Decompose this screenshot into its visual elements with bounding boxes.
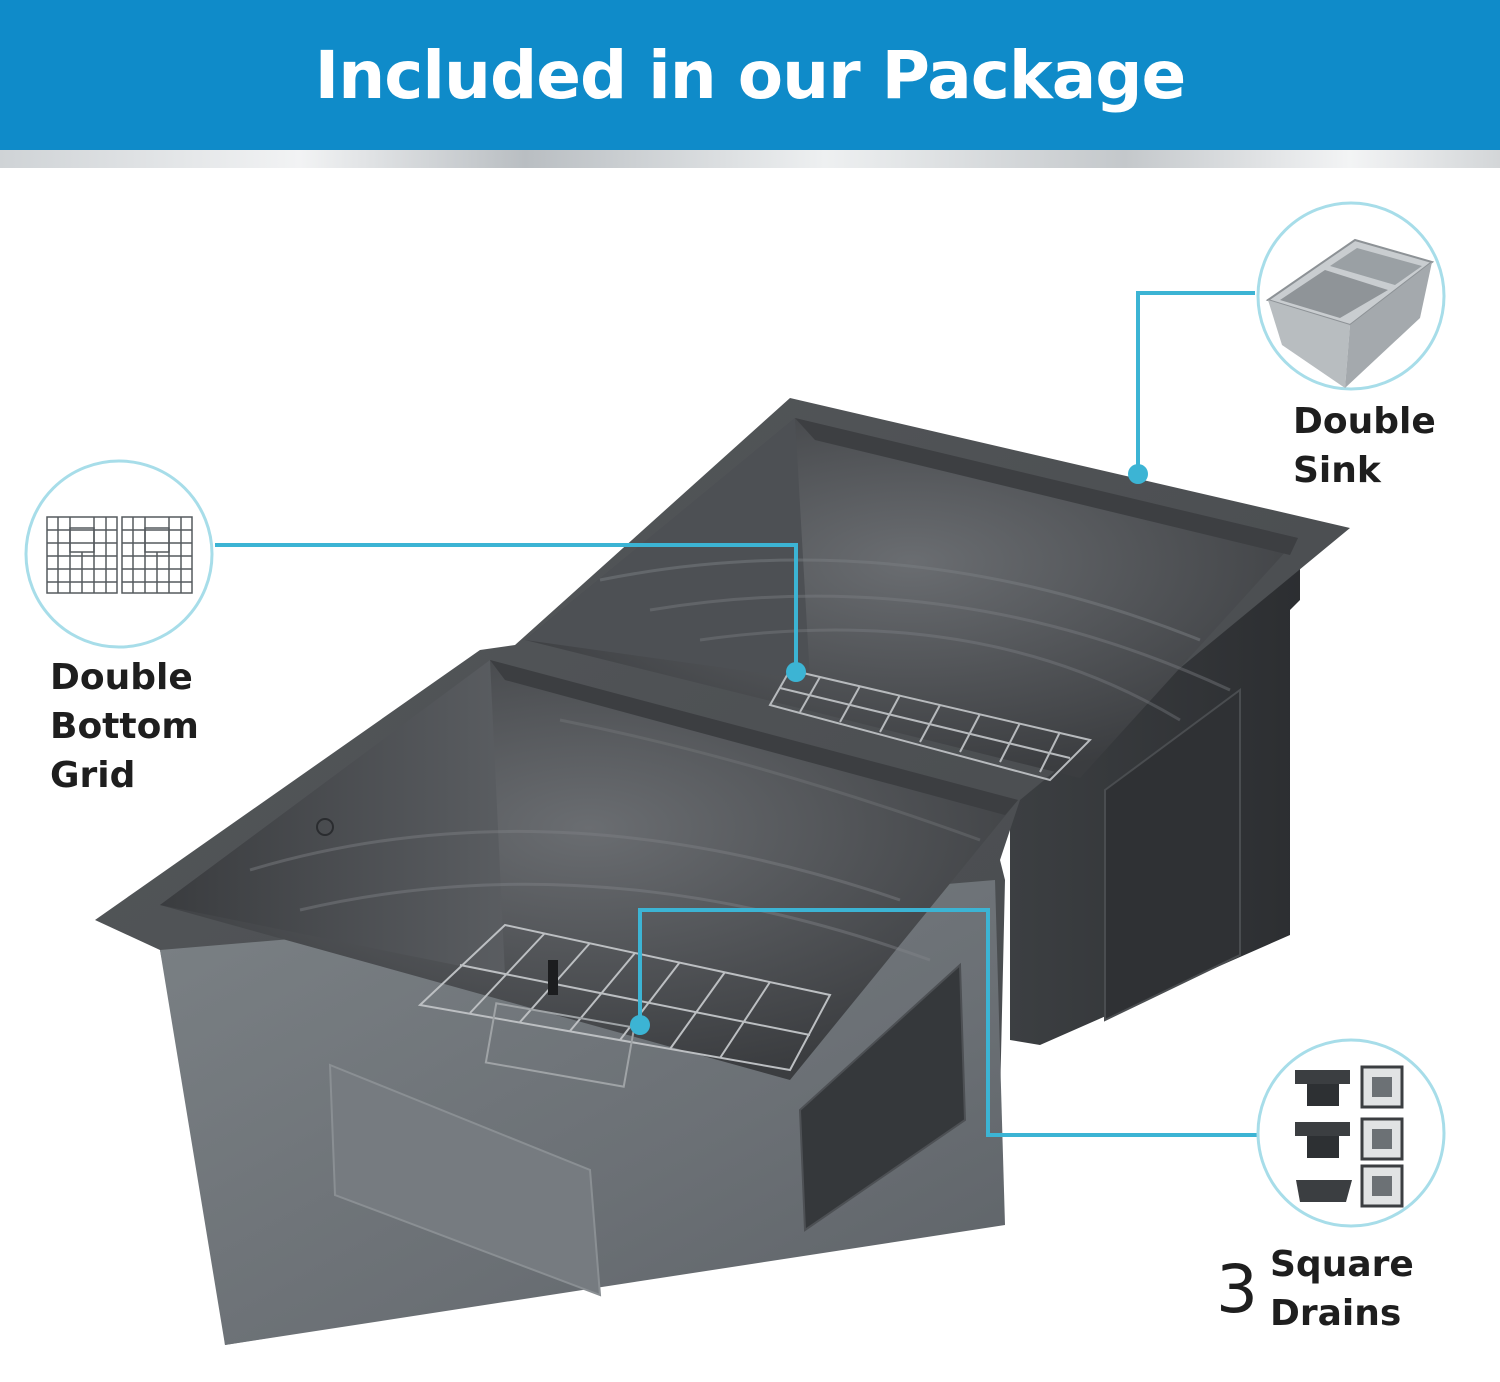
drains-thumbnail-icon (1256, 1038, 1446, 1228)
grid-thumbnail-icon (24, 459, 214, 649)
metal-strip (0, 150, 1500, 168)
bottom-grid-line3: Grid (50, 755, 136, 796)
sink-thumbnail-icon (1256, 201, 1446, 391)
front-bowl-interior (160, 660, 1018, 1080)
header-banner: Included in our Package (0, 0, 1500, 150)
back-bowl-body (1010, 540, 1300, 1045)
back-bowl-interior (525, 418, 1298, 778)
back-bottom-grid (768, 668, 1092, 782)
leader-lines (215, 291, 1258, 1137)
drains-text: Square Drains (1270, 1240, 1414, 1338)
bottom-grid-line2: Bottom (50, 706, 199, 747)
drains-line2: Drains (1270, 1293, 1402, 1334)
front-bottom-grid (417, 923, 832, 1088)
double-sink-label: Double Sink (1293, 397, 1436, 495)
leader-dots (630, 464, 1148, 1035)
page-title: Included in our Package (314, 36, 1187, 114)
bottom-grid-label: Double Bottom Grid (50, 653, 199, 800)
drains-count: 3 (1216, 1251, 1258, 1328)
drains-line1: Square (1270, 1244, 1414, 1285)
bottom-grid-line1: Double (50, 657, 193, 698)
double-sink-line2: Sink (1293, 450, 1381, 491)
double-sink-line1: Double (1293, 401, 1436, 442)
